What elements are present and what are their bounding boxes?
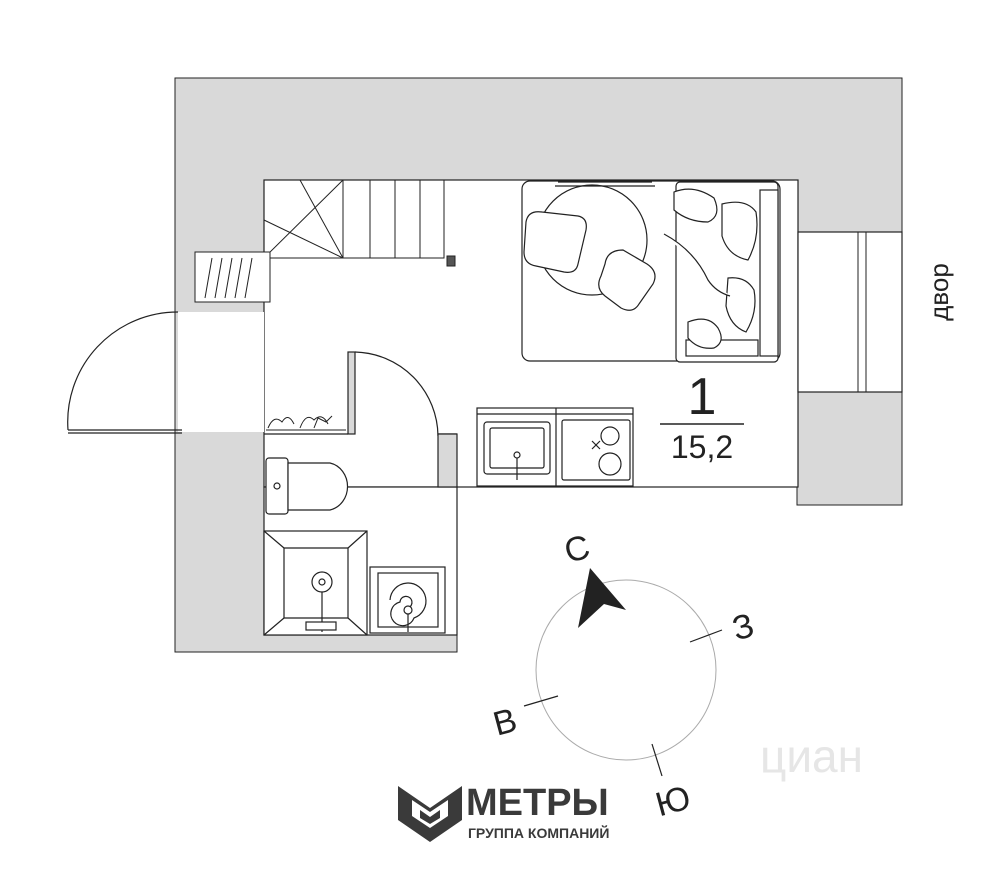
- brand-name: МЕТРЫ: [466, 782, 609, 824]
- entrance-door: [67, 311, 182, 434]
- room-area: 15,2: [671, 429, 733, 465]
- compass: С З В Ю: [489, 528, 758, 824]
- brand-logo: МЕТРЫ ГРУППА КОМПАНИЙ: [398, 782, 609, 842]
- north-arrow-icon: [578, 568, 626, 628]
- window: [857, 232, 867, 392]
- compass-west: З: [728, 606, 758, 648]
- shower-icon: [263, 530, 368, 636]
- brand-tagline: ГРУППА КОМПАНИЙ: [468, 824, 609, 841]
- compass-south: Ю: [652, 779, 695, 825]
- south-tick: [651, 743, 663, 777]
- west-tick: [689, 629, 723, 643]
- compass-circle: [535, 579, 717, 761]
- east-tick: [523, 695, 559, 707]
- staircase: [263, 179, 456, 267]
- yard-label: двор: [924, 263, 954, 321]
- stove-icon: [561, 419, 631, 481]
- bathroom-door: [264, 351, 458, 488]
- room-number: 1: [688, 368, 717, 426]
- washbasin-icon: [369, 566, 446, 634]
- sofa-icon: [663, 181, 779, 363]
- sink-icon: [483, 421, 551, 480]
- chair-icon: [523, 211, 656, 311]
- compass-east: В: [489, 701, 521, 744]
- toilet-icon: [265, 457, 349, 515]
- compass-north: С: [560, 528, 594, 571]
- shoe-rack-icon: [266, 415, 346, 431]
- entrance-grille: [194, 251, 271, 303]
- watermark-text: циан: [760, 730, 863, 782]
